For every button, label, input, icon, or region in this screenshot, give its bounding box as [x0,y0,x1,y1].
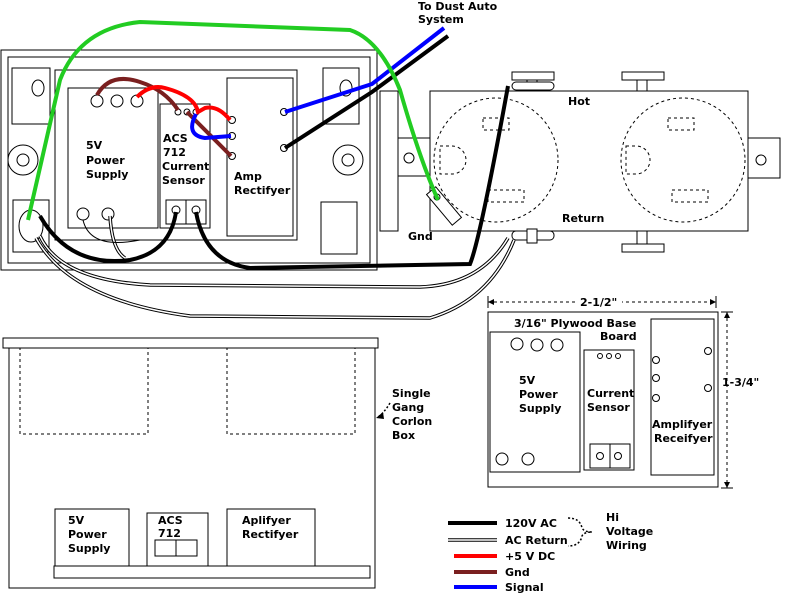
outlet-gnd-label: Gnd [408,230,433,243]
board-cs-line2: Sensor [587,401,630,414]
corlon-box-line4: Box [392,429,415,442]
legend-label-5v: +5 V DC [505,550,555,563]
left-knockout [7,144,39,176]
legend-label-signal: Signal [505,581,544,594]
top-acs-line2: 712 [163,146,186,159]
side-amp [226,508,316,567]
side-ps-line1: 5V [68,514,85,527]
right-mount-top [322,67,360,125]
legend-bracket-line1: Hi [606,511,619,524]
side-view: 5V Power Supply ACS 712 Aplifyer Rectify… [2,337,432,589]
base-board-top [54,69,298,241]
left-mount-top [11,67,51,125]
board-width-dim: 2-1/2" [580,296,617,309]
legend-label-gnd: Gnd [505,566,530,579]
top-acs-line1: ACS [163,132,188,145]
corlon-box-line1: Single [392,387,431,400]
top-power-supply: 5V Power Supply [67,87,159,229]
duplex-outlet: Hot Return Gnd [379,71,781,253]
legend-label-120v: 120V AC [505,517,557,530]
top-ps-line1: 5V [86,139,103,152]
legend-bracket [567,517,593,547]
board-height-dim: 1-3/4" [722,376,759,389]
legend-label-ac-return: AC Return [505,534,568,547]
board-ps-line2: Power [519,388,558,401]
legend-bracket-line2: Voltage [606,525,653,538]
side-amp-line2: Rectifyer [242,528,299,541]
board-title-line2: Board [600,330,637,343]
legend: 120V AC AC Return +5 V DC Gnd Signal Hi … [448,511,653,594]
wires-top [26,19,516,320]
top-amp-line2: Rectifyer [234,184,291,197]
board-view: 2-1/2" 1-3/4" 3/16" Plywood Base Board 5… [487,295,759,489]
board-cs-line1: Current [587,387,634,400]
outlet-return-label: Return [562,212,604,225]
outlet-hot-label: Hot [568,95,590,108]
top-ps-line3: Supply [86,168,128,181]
receptacle-left [433,97,559,223]
board-ps-line1: 5V [519,374,536,387]
board-power-supply [489,331,581,473]
top-current-sensor: ACS 712 Current Sensor [159,103,211,229]
board-ps-line3: Supply [519,402,561,415]
top-acs-line4: Sensor [162,174,205,187]
side-ps-line2: Power [68,528,107,541]
board-amplifier [650,318,715,476]
board-current-sensor [583,349,635,471]
side-amp-line1: Aplifyer [242,514,291,527]
top-amp: Amp Rectifyer [226,77,294,237]
board-amp-line2: Receifyer [654,432,713,445]
top-ps-line2: Power [86,154,125,167]
side-power-supply [54,508,130,567]
dust-system-label-line1: To Dust Auto [418,0,498,13]
corlon-box-line2: Gang [392,401,424,414]
dust-system-label-line2: System [418,13,464,26]
top-amp-line1: Amp [234,170,262,183]
side-ps-line3: Supply [68,542,110,555]
right-knockout [332,144,364,176]
top-acs-line3: Current [162,160,209,173]
receptacle-right [620,97,746,223]
board-amp-line1: Amplifyer [652,418,713,431]
board-title-line1: 3/16" Plywood Base [514,317,636,330]
corlon-box-line3: Corlon [392,415,432,428]
side-sensor-line1: ACS [158,514,183,527]
side-sensor-line2: 712 [158,527,181,540]
legend-bracket-line3: Wiring [606,539,647,552]
